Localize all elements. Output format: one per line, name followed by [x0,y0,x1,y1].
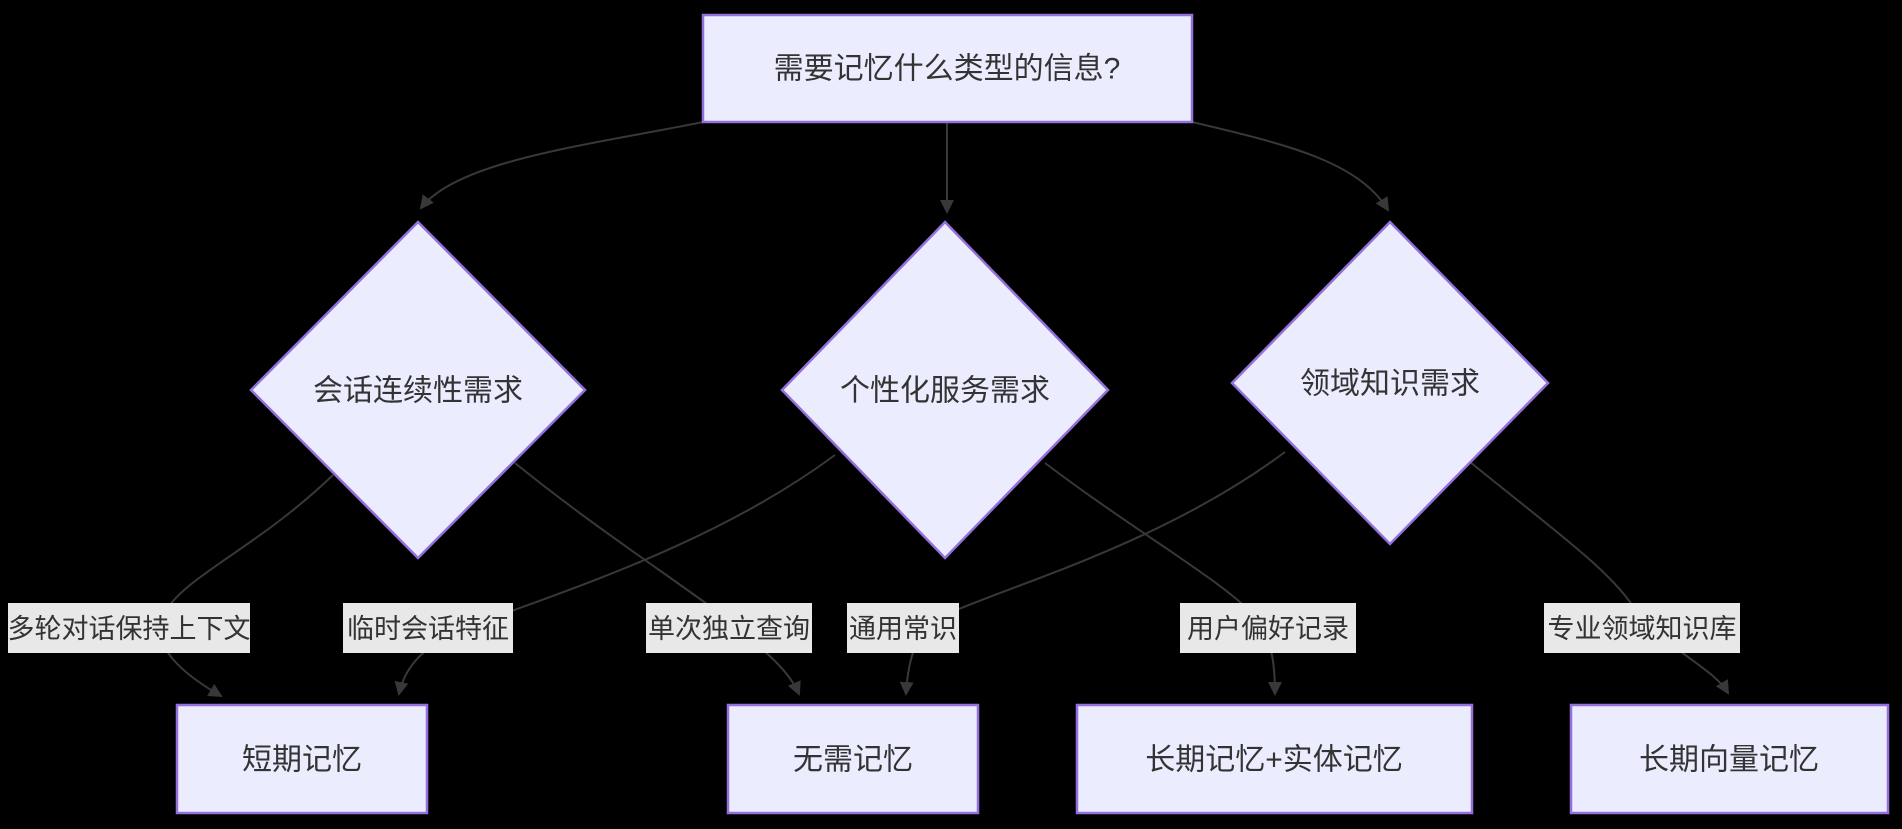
edge-labels: 多轮对话保持上下文 临时会话特征 单次独立查询 通用常识 用户偏好记录 专业领域… [8,603,1740,653]
node-decision-personalization: 个性化服务需求 [780,220,1110,560]
node-root-label: 需要记忆什么类型的信息? [774,53,1121,86]
edge-personalization-to-longterm [1044,462,1282,696]
edge-label-bg [343,603,513,653]
edge-label-common-sense: 通用常识 [847,603,959,653]
node-root: 需要记忆什么类型的信息? [701,13,1194,124]
decision-diamond-shape [780,220,1110,560]
decision-label: 个性化服务需求 [840,375,1050,408]
edge-label-text: 临时会话特征 [347,614,509,644]
edge-label-text: 用户偏好记录 [1187,614,1349,644]
outcome-label: 短期记忆 [242,744,362,777]
node-decision-session-continuity: 会话连续性需求 [249,220,587,560]
edge-label-text: 多轮对话保持上下文 [8,614,251,644]
node-root-shape [701,13,1194,124]
edge-domain-to-vector [1447,443,1730,695]
edge-root-to-domain [1191,121,1390,212]
node-outcome-longterm-vector-memory: 长期向量记忆 [1569,703,1890,815]
node-outcome-no-memory: 无需记忆 [726,703,980,815]
edge-label-single-query: 单次独立查询 [646,603,812,653]
edge-label-bg [8,603,250,653]
decision-diamond-shape [1230,220,1550,546]
edge-label-temp-session: 临时会话特征 [343,603,513,653]
decision-label: 会话连续性需求 [313,375,523,408]
outcome-label: 长期向量记忆 [1639,744,1819,777]
edge-label-text: 单次独立查询 [648,614,810,644]
outcome-label: 长期记忆+实体记忆 [1145,744,1403,777]
node-outcome-longterm-entity-memory: 长期记忆+实体记忆 [1075,703,1474,815]
edge-label-bg [1180,603,1356,653]
edge-label-bg [847,603,959,653]
outcome-label: 无需记忆 [793,744,913,777]
edge-session-to-shortterm [159,474,334,698]
node-outcome-short-term-memory: 短期记忆 [175,703,429,815]
outcome-shape [1075,703,1474,815]
edge-label-domain-kb: 专业领域知识库 [1544,603,1740,653]
decision-label: 领域知识需求 [1300,368,1480,401]
edge-label-user-preference: 用户偏好记录 [1180,603,1356,653]
outcome-shape [1569,703,1890,815]
decision-diamond-shape [249,220,587,560]
edge-label-text: 通用常识 [849,614,957,644]
nodes: 需要记忆什么类型的信息? 会话连续性需求 个性化服务需求 领域知识需求 短期记忆… [175,13,1890,815]
outcome-shape [175,703,429,815]
edge-label-multiturn: 多轮对话保持上下文 [8,603,251,653]
edge-session-to-nomemory [514,462,801,696]
edge-label-text: 专业领域知识库 [1548,614,1737,644]
outcome-shape [726,703,980,815]
edge-label-bg [646,603,812,653]
edge-root-to-session [419,121,704,210]
edge-label-bg [1544,603,1740,653]
node-decision-domain-knowledge: 领域知识需求 [1230,220,1550,546]
